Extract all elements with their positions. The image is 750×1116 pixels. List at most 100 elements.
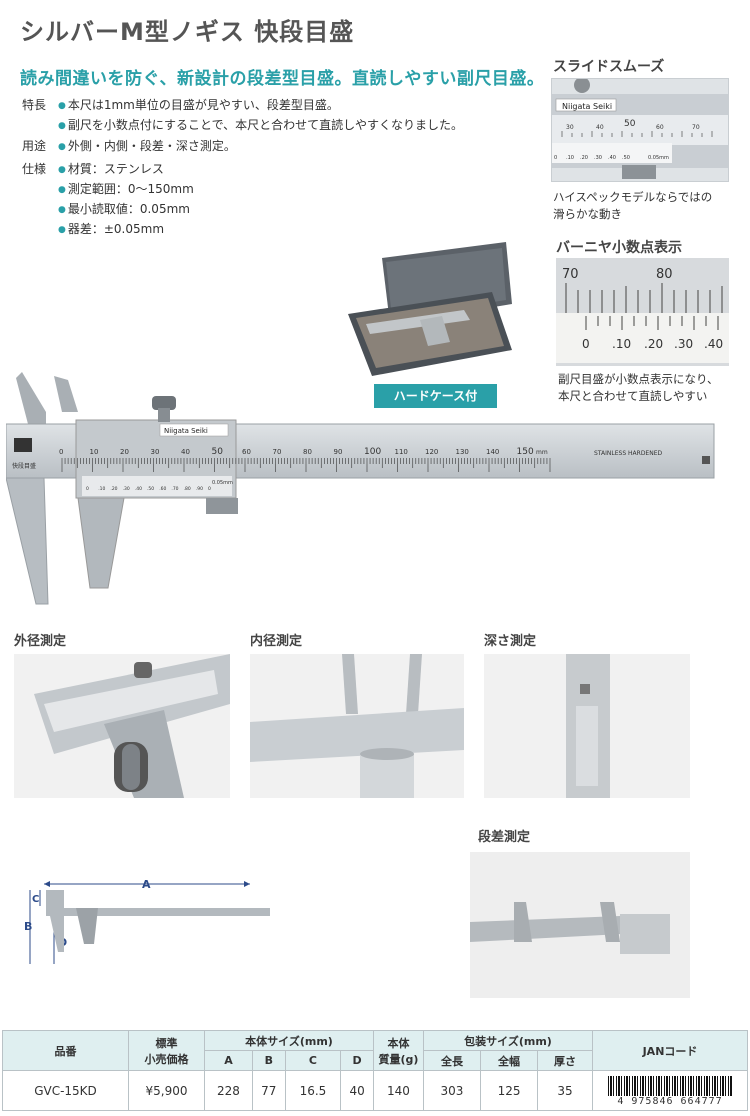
th-price: 標準小売価格: [128, 1030, 205, 1071]
caliper-unit: mm: [536, 449, 548, 456]
caliper-marking: STAINLESS HARDENED: [594, 450, 663, 457]
main-scale-label: 50: [212, 447, 224, 457]
usage-item: 外側・内側・段差・深さ測定。: [58, 137, 236, 157]
cell-weight: 140: [372, 1070, 424, 1111]
catch-copy: 読み間違いを防ぐ、新設計の段差型目盛。直読しやすい副尺目盛。: [20, 69, 545, 89]
th-pack-thk: 厚さ: [537, 1050, 593, 1071]
slide-vernier-label: .40: [608, 155, 616, 161]
slide-vernier-label: .50: [622, 155, 630, 161]
vernier-label: .30: [123, 486, 130, 492]
slide-main-label: 50: [624, 119, 636, 129]
side2-text: 副尺目盛が小数点表示になり、 本尺と合わせて直読しやすい: [558, 371, 719, 405]
caption-outside: 外径測定: [14, 634, 67, 649]
dimension-label-a: A: [142, 878, 151, 891]
vernier-label: .50: [147, 486, 154, 492]
th-pack-size: 包装サイズ(mm): [422, 1030, 594, 1051]
main-scale-label: 120: [425, 448, 438, 456]
main-scale-label: 130: [456, 448, 469, 456]
spec-item: 器差：±0.05mm: [58, 220, 194, 240]
th-body-size: 本体サイズ(mm): [204, 1030, 374, 1051]
side2-heading: バーニヤ小数点表示: [556, 240, 682, 256]
cell-pack-wid: 125: [479, 1070, 539, 1111]
main-scale-label: 70: [273, 448, 282, 456]
caliper-logo-text: 快段目盛: [12, 462, 36, 470]
vernier-label: .20: [110, 486, 117, 492]
zoom-vernier-label: .40: [704, 337, 723, 351]
caption-depth: 深さ測定: [484, 634, 537, 649]
main-scale-label: 140: [486, 448, 499, 456]
jan-barcode: 4 975846 664777: [607, 1075, 733, 1107]
slide-smooth-photo: Niigata Seiki 30 40 50 60 70 0 .10 .20 .…: [551, 78, 729, 182]
main-scale-label: 90: [334, 448, 343, 456]
cell-pack-len: 303: [422, 1070, 482, 1111]
cell-jan: 4 975846 664777: [592, 1070, 748, 1111]
th-weight: 本体質量(g): [372, 1030, 424, 1071]
vernier-label: .10: [98, 486, 105, 492]
cell-a: 228: [204, 1070, 253, 1111]
th-code: 品番: [2, 1030, 129, 1071]
zoom-main-label: 80: [656, 267, 673, 282]
slide-resolution: 0.05mm: [648, 155, 669, 161]
th-pack-wid: 全幅: [479, 1050, 539, 1071]
cell-pack-thk: 35: [537, 1070, 593, 1111]
side2-line: 本尺と合わせて直読しやすい: [558, 389, 708, 403]
hardcase-badge: ハードケース付: [374, 384, 497, 408]
step-measure-photo: [470, 852, 690, 998]
table-row: GVC-15KD ¥5,900 228 77 16.5 40 140 303 1…: [2, 1070, 748, 1111]
vernier-label: .90: [196, 486, 203, 492]
inside-measure-photo: [250, 654, 464, 798]
caliper-main-image: 快段目盛 Niigata Seiki 0 10 20 30 40 50 60 70 80 90 10…: [5, 372, 728, 616]
cell-b: 77: [251, 1070, 286, 1111]
zoom-vernier-label: 0: [582, 337, 590, 351]
page-title: シルバーM型ノギス 快段目盛: [20, 18, 355, 46]
th-b: B: [251, 1050, 286, 1071]
slide-vernier-label: .20: [580, 155, 588, 161]
th-c: C: [284, 1050, 342, 1071]
side1-line: 滑らかな動き: [553, 207, 622, 221]
jan-number: 4 975846 664777: [617, 1095, 723, 1107]
th-jan: JANコード: [592, 1030, 748, 1071]
vernier-label: .80: [184, 486, 191, 492]
main-scale-label: 10: [90, 448, 99, 456]
spec-item: 最小読取値：0.05mm: [58, 200, 194, 220]
feature-item: 本尺は1mm単位の目盛が見やすい、段差型目盛。: [58, 96, 463, 116]
hardcase-photo: [346, 240, 518, 380]
zoom-vernier-label: .20: [644, 337, 663, 351]
slide-zoom-illustration: Niigata Seiki 30 40 50 60 70 0 .10 .20 .…: [552, 79, 728, 181]
depth-measure-photo: [484, 654, 690, 798]
main-scale-label: 150: [517, 447, 534, 457]
caption-step: 段差測定: [478, 830, 531, 845]
vernier-zoom-illustration: 70 80 0 .10 .20 .30 .40: [556, 258, 729, 366]
slide-main-label: 70: [692, 124, 700, 131]
caption-inside: 内径測定: [250, 634, 303, 649]
th-d: D: [340, 1050, 374, 1071]
main-scale-label: 100: [364, 447, 381, 457]
vernier-label: .40: [135, 486, 142, 492]
zoom-vernier-label: .10: [612, 337, 631, 351]
cell-price: ¥5,900: [128, 1070, 205, 1111]
slide-main-ticks: [561, 131, 713, 137]
side1-text: ハイスペックモデルならではの 滑らかな動き: [553, 189, 712, 223]
main-scale-label: 110: [395, 448, 408, 456]
caliper-brand: Niigata Seiki: [164, 427, 208, 435]
th-pack-len: 全長: [422, 1050, 482, 1071]
main-scale-label: 80: [303, 448, 312, 456]
dimension-label-c: C: [32, 894, 39, 905]
vernier-label: .60: [159, 486, 166, 492]
specs-label: 仕様: [22, 162, 47, 176]
features-label: 特長: [22, 98, 47, 112]
main-scale-labels: 0 10 20 30 40 50 60 70 80 90 100 110 120 130 140 150: [59, 447, 534, 457]
main-scale-label: 20: [120, 448, 129, 456]
main-scale-label: 30: [151, 448, 160, 456]
main-scale-label: 40: [181, 448, 190, 456]
zoom-vernier-label: .30: [674, 337, 693, 351]
main-scale-label: 0: [59, 448, 63, 456]
cell-c: 16.5: [284, 1070, 342, 1111]
main-scale-label: 60: [242, 448, 251, 456]
feature-item: 副尺を小数点付にすることで、本尺と合わせて直読しやすくなりました。: [58, 116, 463, 136]
dimension-drawing: A B C D: [20, 872, 280, 972]
spec-item: 測定範囲：0～150mm: [58, 180, 194, 200]
vernier-label: .70: [171, 486, 178, 492]
main-scale-ticks: [61, 458, 551, 472]
